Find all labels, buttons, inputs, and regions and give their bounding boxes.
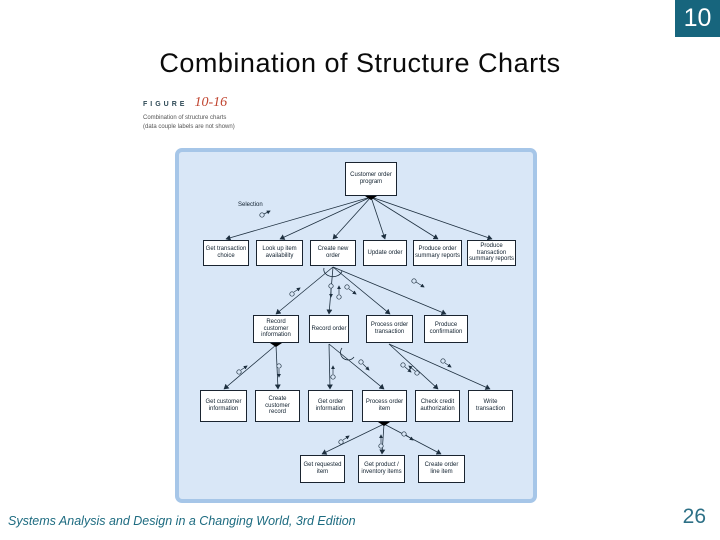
page-number: 26 (682, 505, 706, 528)
box-write-transaction: Write transaction (468, 390, 513, 422)
figure-panel (175, 148, 537, 503)
page-title: Combination of Structure Charts (159, 48, 561, 78)
box-record-order: Record order (309, 315, 349, 343)
box-get-customer-information: Get customer information (200, 390, 247, 422)
figure-number: 10-16 (194, 95, 228, 110)
box-produce-transaction-summary-reports: Produce transaction summary reports (467, 240, 516, 266)
figure-caption-line2: (data couple labels are not shown) (143, 124, 235, 130)
box-get-transaction-choice: Get transaction choice (203, 240, 249, 266)
figure-caption-line1: Combination of structure charts (143, 115, 227, 121)
figure-word: FIGURE (143, 101, 188, 108)
footer-book-title: Systems Analysis and Design in a Changin… (8, 514, 356, 528)
figure-label-block: FIGURE 10-16 Combination of structure ch… (143, 95, 363, 132)
box-check-credit-authorization: Check credit authorization (415, 390, 460, 422)
box-update-order: Update order (363, 240, 407, 266)
box-create-customer-record: Create customer record (255, 390, 300, 422)
slide-number-badge: 10 (675, 0, 720, 37)
box-create-order-line-item: Create order line item (418, 455, 465, 483)
box-record-customer-information: Record customer information (253, 315, 299, 343)
box-process-order-transaction: Process order transaction (366, 315, 413, 343)
box-customer-order-program: Customer order program (345, 162, 397, 196)
box-get-order-information: Get order information (308, 390, 353, 422)
box-look-up-item-availability: Look up item availability (256, 240, 303, 266)
box-produce-order-summary-reports: Produce order summary reports (413, 240, 462, 266)
box-get-requested-item: Get requested item (300, 455, 345, 483)
box-get-product-inventory-items: Get product / inventory items (358, 455, 405, 483)
box-produce-confirmation: Produce confirmation (424, 315, 468, 343)
box-process-order-item: Process order item (362, 390, 407, 422)
box-create-new-order: Create new order (310, 240, 356, 266)
